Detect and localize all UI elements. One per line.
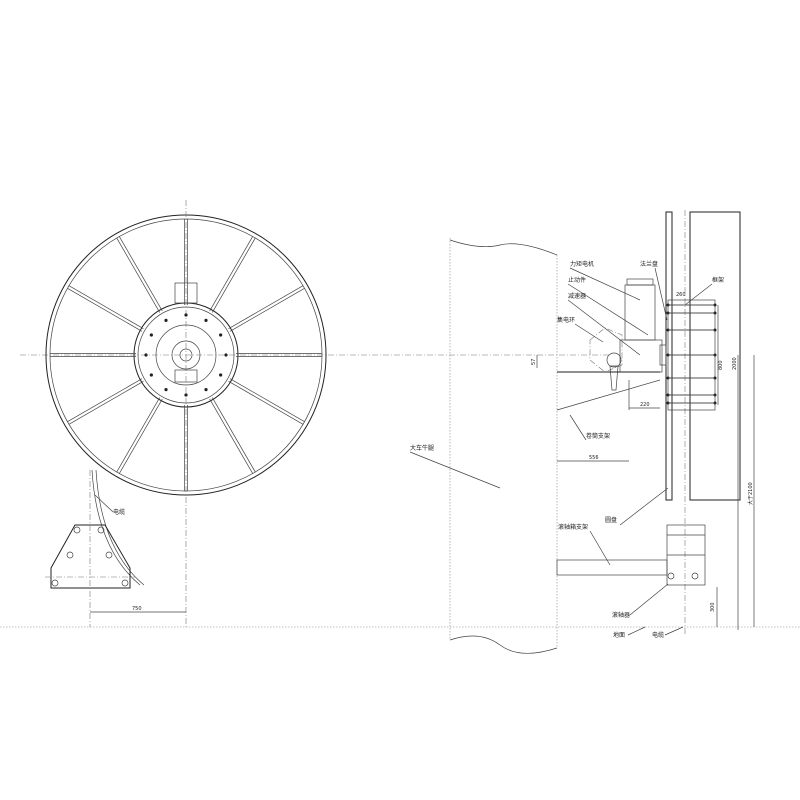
dim-260-text: 260	[676, 292, 686, 298]
spoke	[68, 285, 144, 330]
bolt	[219, 333, 223, 337]
bolt	[204, 318, 208, 322]
bolt	[149, 373, 153, 377]
spoke	[228, 285, 304, 330]
label-cable-right: 电缆	[652, 631, 664, 639]
label-crane-bracket: 大车牛腿	[410, 444, 434, 452]
dim-750-text: 750	[132, 606, 142, 612]
spoke	[67, 287, 143, 332]
collector-ring	[589, 327, 623, 373]
spoke	[229, 378, 305, 423]
spoke	[67, 378, 143, 423]
spoke	[211, 397, 256, 473]
spoke	[118, 398, 163, 474]
bolt	[149, 333, 153, 337]
bolt	[144, 353, 148, 357]
spoke	[118, 236, 163, 312]
label-reel-bracket: 卷筒支架	[586, 432, 610, 440]
bolt	[224, 353, 228, 357]
label-collector-ring: 集电环	[557, 316, 575, 324]
spoke	[68, 380, 144, 425]
spoke	[228, 380, 304, 425]
spoke	[211, 237, 256, 313]
label-torque-motor: 力矩电机	[570, 260, 594, 268]
reel-base	[50, 524, 131, 589]
label-ground: 地面	[613, 631, 625, 639]
torque-motor	[624, 284, 656, 341]
reel-spokes	[50, 219, 322, 491]
dim-gt2100-text: 大于2100	[747, 482, 754, 505]
label-roller-guide: 滚轴器	[612, 611, 630, 619]
label-flange: 法兰盘	[640, 260, 658, 268]
spoke	[116, 397, 161, 473]
label-stopper: 止动件	[568, 276, 586, 284]
bolt	[219, 373, 223, 377]
label-cable-left: 电缆	[113, 508, 125, 516]
roller-box-bracket	[556, 559, 668, 576]
spoke	[229, 287, 305, 332]
bolt	[184, 313, 188, 317]
label-roller-box-bracket: 滚轴箱支架	[558, 523, 588, 531]
hub-bolts	[144, 313, 228, 397]
label-reducer: 减速器	[568, 292, 586, 300]
bolt	[164, 318, 168, 322]
dim-300-text: 300	[710, 602, 716, 612]
dim-220-text: 220	[640, 402, 650, 408]
label-disc: 圆盘	[605, 516, 617, 524]
bolt	[164, 388, 168, 392]
label-frame: 框架	[712, 276, 724, 284]
bolt	[184, 393, 188, 397]
cable-reel-front-view	[45, 200, 327, 627]
spoke	[209, 398, 254, 474]
dim-800-text: 800	[718, 360, 724, 370]
dim-57-text: 57	[531, 359, 537, 365]
spoke	[209, 236, 254, 312]
cable-left	[91, 469, 141, 586]
dim-2000-text: 2000	[732, 357, 738, 370]
spoke	[116, 237, 161, 313]
dim-556-text: 556	[589, 455, 599, 461]
disc-plate-outer	[689, 211, 741, 501]
bolt	[204, 388, 208, 392]
